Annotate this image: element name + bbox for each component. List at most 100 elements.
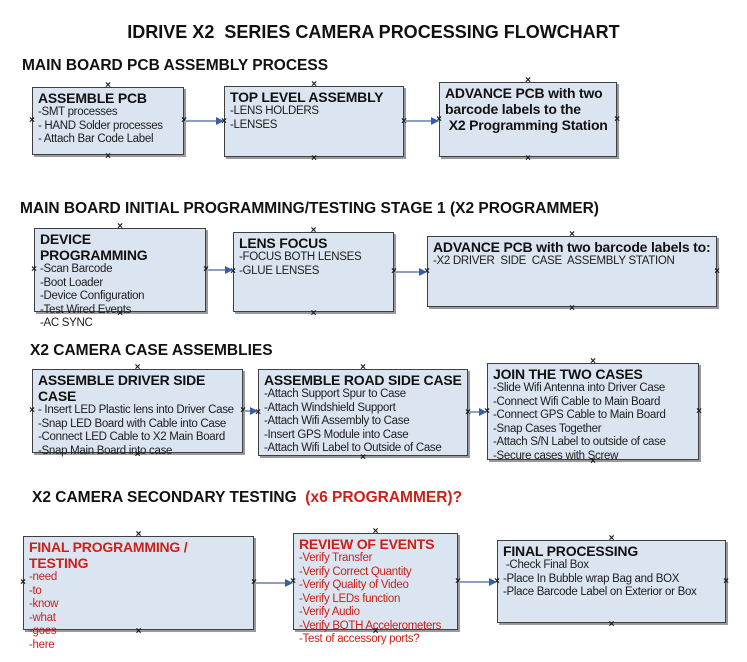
box-item-line: -Snap Main Board into case bbox=[38, 444, 173, 457]
box-item-line: -SMT processes bbox=[38, 106, 118, 118]
box-item-line: -LENS HOLDERS bbox=[230, 105, 319, 117]
section-header-secondary-testing-black: X2 CAMERA SECONDARY TESTING bbox=[32, 489, 301, 506]
box-item-line: -here bbox=[29, 638, 55, 651]
box-top-level-assembly: TOP LEVEL ASSEMBLY -LENS HOLDERS-LENSES … bbox=[221, 80, 407, 164]
selection-handle-x-icon: × bbox=[714, 265, 720, 277]
box-item-line: - HAND Solder processes bbox=[38, 119, 163, 132]
box-item-line: -Connect GPS Cable to Main Board bbox=[493, 409, 666, 421]
box-final-programming-testing: FINAL PROGRAMMING / TESTING -need-to-kno… bbox=[20, 530, 257, 651]
box-items: -Verify Transfer-Verify Correct Quantity… bbox=[299, 552, 452, 647]
box-item-line: -LENSES bbox=[230, 118, 278, 131]
box-item-line: -Connect Wifi Cable to Main Board bbox=[493, 395, 661, 408]
selection-handle-x-icon: × bbox=[31, 264, 37, 275]
flow-arrow-2 bbox=[405, 117, 439, 125]
arrow-head-icon bbox=[419, 268, 427, 276]
selection-handle-x-icon: × bbox=[29, 115, 35, 126]
section-header-case-assemblies: X2 CAMERA CASE ASSEMBLIES bbox=[30, 342, 273, 359]
box-item-line: -Attach Wifi Label to Outside of Case bbox=[264, 442, 442, 454]
box-item-line: -Slide Wifi Antenna into Driver Case bbox=[493, 382, 665, 394]
arrow-line bbox=[185, 120, 218, 122]
box-item-line: -Place Barcode Label on Exterior or Box bbox=[503, 586, 697, 598]
flow-arrow-8 bbox=[459, 578, 497, 586]
box-item-line: -need bbox=[29, 571, 57, 583]
selection-handle-x-icon: × bbox=[614, 113, 620, 125]
selection-handle-x-icon: × bbox=[696, 405, 702, 417]
box-title: FINAL PROCESSING bbox=[503, 543, 639, 559]
box-item-line: -Verify Transfer bbox=[299, 552, 373, 564]
selection-handle-x-icon: × bbox=[311, 153, 317, 164]
box-lens-focus: LENS FOCUS -FOCUS BOTH LENSES-GLUE LENSE… bbox=[230, 226, 397, 319]
box-item-line: - Attach Bar Code Label bbox=[38, 133, 154, 145]
section-header-initial-programming: MAIN BOARD INITIAL PROGRAMMING/TESTING S… bbox=[20, 200, 599, 217]
box-advance-pcb-programming-station: ADVANCE PCB with two barcode labels to t… bbox=[436, 76, 620, 164]
arrow-line bbox=[244, 410, 252, 412]
arrow-line bbox=[255, 582, 287, 584]
box-item-line: - Insert LED Plastic lens into Driver Ca… bbox=[38, 404, 234, 416]
box-items: -Scan Barcode-Boot Loader-Device Configu… bbox=[40, 263, 200, 331]
selection-handle-x-icon: × bbox=[29, 405, 35, 416]
box-title: ADVANCE PCB with two barcode labels to: bbox=[433, 239, 711, 255]
flow-arrow-4 bbox=[395, 268, 427, 276]
box-title: DEVICE PROGRAMMING bbox=[40, 231, 148, 263]
arrow-line bbox=[405, 120, 433, 122]
box-advance-pcb-driver-side-station: ADVANCE PCB with two barcode labels to: … bbox=[424, 230, 720, 314]
box-item-line: -Device Configuration bbox=[40, 290, 145, 302]
selection-handle-x-icon: × bbox=[20, 577, 26, 588]
box-items: -need-to-know-what-goes-here bbox=[29, 571, 248, 652]
box-item-line: -FOCUS BOTH LENSES bbox=[239, 251, 362, 263]
selection-handle-x-icon: × bbox=[569, 303, 575, 314]
box-title: REVIEW OF EVENTS bbox=[299, 536, 435, 552]
box-item-line: -Attach Windshield Support bbox=[264, 401, 396, 414]
box-item-line: -Connect LED Cable to X2 Main Board bbox=[38, 431, 226, 443]
box-assemble-road-side-case: ASSEMBLE ROAD SIDE CASE -Attach Support … bbox=[255, 363, 471, 463]
box-title: ASSEMBLE DRIVER SIDE CASE bbox=[38, 372, 209, 404]
box-title: FINAL PROGRAMMING / TESTING bbox=[29, 539, 192, 571]
box-item-line: -Secure cases with Screw bbox=[493, 449, 619, 462]
flow-arrow-7 bbox=[255, 579, 293, 587]
box-item-line: -Attach Wifi Assembly to Case bbox=[264, 415, 410, 427]
box-item-line: -GLUE LENSES bbox=[239, 264, 320, 277]
box-item-line: -Check Final Box bbox=[503, 559, 589, 571]
box-assemble-driver-side-case: ASSEMBLE DRIVER SIDE CASE - Insert LED P… bbox=[29, 363, 246, 460]
selection-handle-x-icon: × bbox=[105, 151, 111, 162]
box-items: -X2 DRIVER SIDE CASE ASSEMBLY STATION bbox=[433, 255, 711, 269]
box-item-line: -Test of accessory ports? bbox=[299, 633, 420, 645]
box-item-line: -know bbox=[29, 598, 59, 610]
box-item-line: -Insert GPS Module into Case bbox=[264, 428, 409, 441]
box-item-line: -Snap LED Board with Cable into Case bbox=[38, 417, 227, 430]
box-items: -Slide Wifi Antenna into Driver Case-Con… bbox=[493, 382, 693, 463]
box-item-line: -Verify Audio bbox=[299, 606, 360, 618]
box-item-line: -goes bbox=[29, 625, 57, 637]
box-join-the-two-cases: JOIN THE TWO CASES -Slide Wifi Antenna i… bbox=[484, 357, 702, 467]
selection-handle-x-icon: × bbox=[525, 153, 531, 164]
arrow-line bbox=[207, 269, 227, 271]
box-final-processing: FINAL PROCESSING -Check Final Box-Place … bbox=[494, 534, 729, 630]
box-items: - Insert LED Plastic lens into Driver Ca… bbox=[38, 404, 237, 458]
flow-arrow-6 bbox=[469, 408, 487, 416]
box-items: -SMT processes- HAND Solder processes- A… bbox=[38, 106, 178, 147]
box-item-line: -Test Wired Events bbox=[40, 303, 132, 316]
box-assemble-pcb: ASSEMBLE PCB -SMT processes- HAND Solder… bbox=[29, 81, 187, 162]
box-item-line: -Boot Loader bbox=[40, 276, 103, 289]
box-item-line: -Verify Quality of Video bbox=[299, 579, 409, 591]
box-title: TOP LEVEL ASSEMBLY bbox=[230, 89, 384, 105]
box-title: ASSEMBLE PCB bbox=[38, 90, 147, 106]
box-title: ASSEMBLE ROAD SIDE CASE bbox=[264, 372, 462, 388]
arrow-line bbox=[459, 581, 491, 583]
box-item-line: -what bbox=[29, 611, 56, 624]
arrow-head-icon bbox=[225, 266, 233, 274]
box-items: -LENS HOLDERS-LENSES bbox=[230, 105, 398, 132]
arrow-head-icon bbox=[250, 407, 258, 415]
box-title: ADVANCE PCB with two barcode labels to t… bbox=[445, 85, 608, 133]
box-item-line: -X2 DRIVER SIDE CASE ASSEMBLY STATION bbox=[433, 255, 675, 267]
section-header-secondary-testing-red: (x6 PROGRAMMER)? bbox=[301, 489, 463, 506]
arrow-head-icon bbox=[489, 578, 497, 586]
flow-arrow-5 bbox=[244, 407, 258, 415]
flow-arrow-3 bbox=[207, 266, 233, 274]
box-items: -Check Final Box-Place In Bubble wrap Ba… bbox=[503, 559, 720, 600]
flow-arrow-1 bbox=[185, 117, 224, 125]
arrow-line bbox=[395, 271, 421, 273]
box-title: JOIN THE TWO CASES bbox=[493, 366, 643, 382]
box-item-line: -to bbox=[29, 584, 42, 597]
